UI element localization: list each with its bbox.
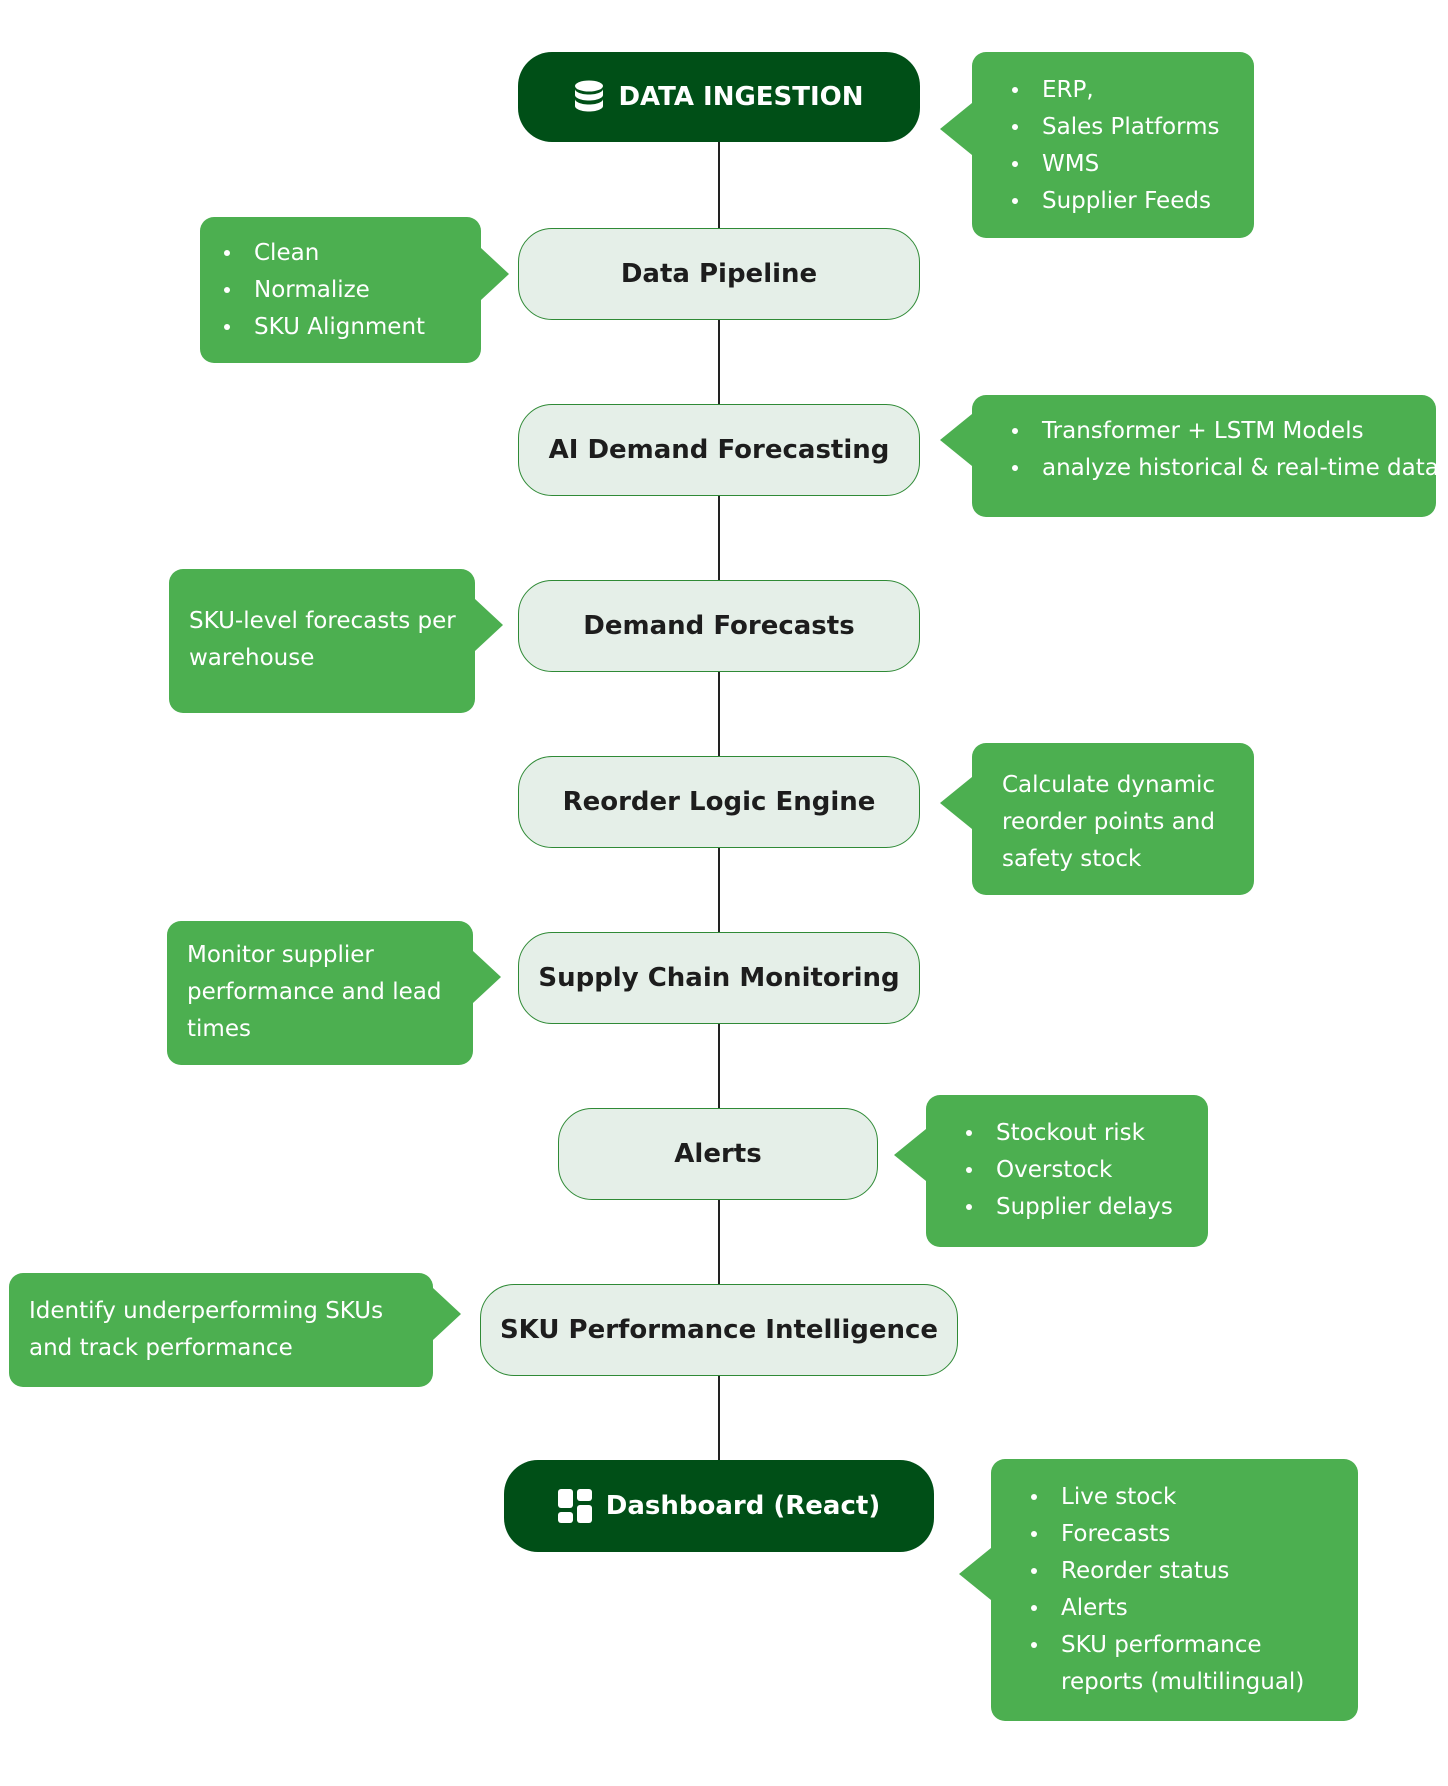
node-demand-forecasts: Demand Forecasts bbox=[518, 580, 920, 672]
node-label: AI Demand Forecasting bbox=[548, 435, 890, 465]
callout-item: Reorder status bbox=[1031, 1553, 1340, 1590]
node-label: Supply Chain Monitoring bbox=[538, 963, 900, 993]
callout-item: Transformer + LSTM Models bbox=[1012, 413, 1418, 450]
database-icon bbox=[574, 80, 604, 114]
node-dashboard: Dashboard (React) bbox=[504, 1460, 934, 1552]
node-label: SKU Performance Intelligence bbox=[499, 1315, 939, 1345]
callout-text: Calculate dynamic reorder points and saf… bbox=[1002, 772, 1216, 872]
callout-text: Monitor supplier performance and lead ti… bbox=[187, 942, 442, 1042]
callout-monitoring-note: Monitor supplier performance and lead ti… bbox=[167, 921, 501, 1065]
callout-reorder-note: Calculate dynamic reorder points and saf… bbox=[940, 743, 1254, 895]
node-reorder-logic-engine: Reorder Logic Engine bbox=[518, 756, 920, 848]
callout-item: Live stock bbox=[1031, 1479, 1340, 1516]
callout-item: Supplier delays bbox=[966, 1189, 1188, 1226]
callout-ingestion-sources: ERP, Sales Platforms WMS Supplier Feeds bbox=[940, 52, 1254, 238]
callout-item: Forecasts bbox=[1031, 1516, 1340, 1553]
callout-item: Normalize bbox=[224, 272, 461, 309]
connector-line bbox=[718, 846, 720, 934]
callout-item: SKU Alignment bbox=[224, 309, 461, 346]
node-label: Demand Forecasts bbox=[583, 611, 855, 641]
connector-line bbox=[718, 140, 720, 230]
callout-item: analyze historical & real-time data bbox=[1012, 450, 1439, 487]
node-label: Reorder Logic Engine bbox=[562, 787, 876, 817]
connector-line bbox=[718, 670, 720, 758]
callout-forecasts-note: SKU-level forecasts per warehouse bbox=[169, 569, 503, 713]
connector-line bbox=[718, 1374, 720, 1462]
callout-item: ERP, bbox=[1012, 72, 1234, 109]
node-label: DATA INGESTION bbox=[618, 82, 864, 112]
callout-pipeline-steps: Clean Normalize SKU Alignment bbox=[200, 217, 509, 363]
callout-item: SKU performance reports (multilingual) bbox=[1031, 1627, 1341, 1701]
node-alerts: Alerts bbox=[558, 1108, 878, 1200]
callout-forecasting-models: Transformer + LSTM Models analyze histor… bbox=[940, 395, 1439, 517]
node-ai-demand-forecasting: AI Demand Forecasting bbox=[518, 404, 920, 496]
connector-line bbox=[718, 1022, 720, 1110]
node-sku-performance-intelligence: SKU Performance Intelligence bbox=[480, 1284, 958, 1376]
callout-alert-types: Stockout risk Overstock Supplier delays bbox=[894, 1095, 1208, 1247]
callout-text: Identify underperforming SKUs and track … bbox=[29, 1298, 384, 1361]
callout-item: Alerts bbox=[1031, 1590, 1340, 1627]
dashboard-grid-icon bbox=[557, 1489, 592, 1523]
callout-item: Clean bbox=[224, 235, 461, 272]
node-label: Dashboard (React) bbox=[605, 1491, 881, 1521]
callout-item: Sales Platforms bbox=[1012, 109, 1234, 146]
node-data-ingestion: DATA INGESTION bbox=[518, 52, 920, 142]
node-label: Alerts bbox=[674, 1139, 762, 1169]
callout-sku-note: Identify underperforming SKUs and track … bbox=[9, 1273, 461, 1387]
callout-item: Stockout risk bbox=[966, 1115, 1188, 1152]
connector-line bbox=[718, 318, 720, 406]
node-supply-chain-monitoring: Supply Chain Monitoring bbox=[518, 932, 920, 1024]
callout-item: Supplier Feeds bbox=[1012, 183, 1234, 220]
node-label: Data Pipeline bbox=[620, 259, 818, 289]
callout-dashboard-features: Live stock Forecasts Reorder status Aler… bbox=[959, 1459, 1358, 1721]
callout-item: WMS bbox=[1012, 146, 1234, 183]
callout-text: SKU-level forecasts per warehouse bbox=[189, 608, 456, 671]
callout-item: Overstock bbox=[966, 1152, 1188, 1189]
connector-line bbox=[718, 494, 720, 582]
connector-line bbox=[718, 1198, 720, 1286]
node-data-pipeline: Data Pipeline bbox=[518, 228, 920, 320]
